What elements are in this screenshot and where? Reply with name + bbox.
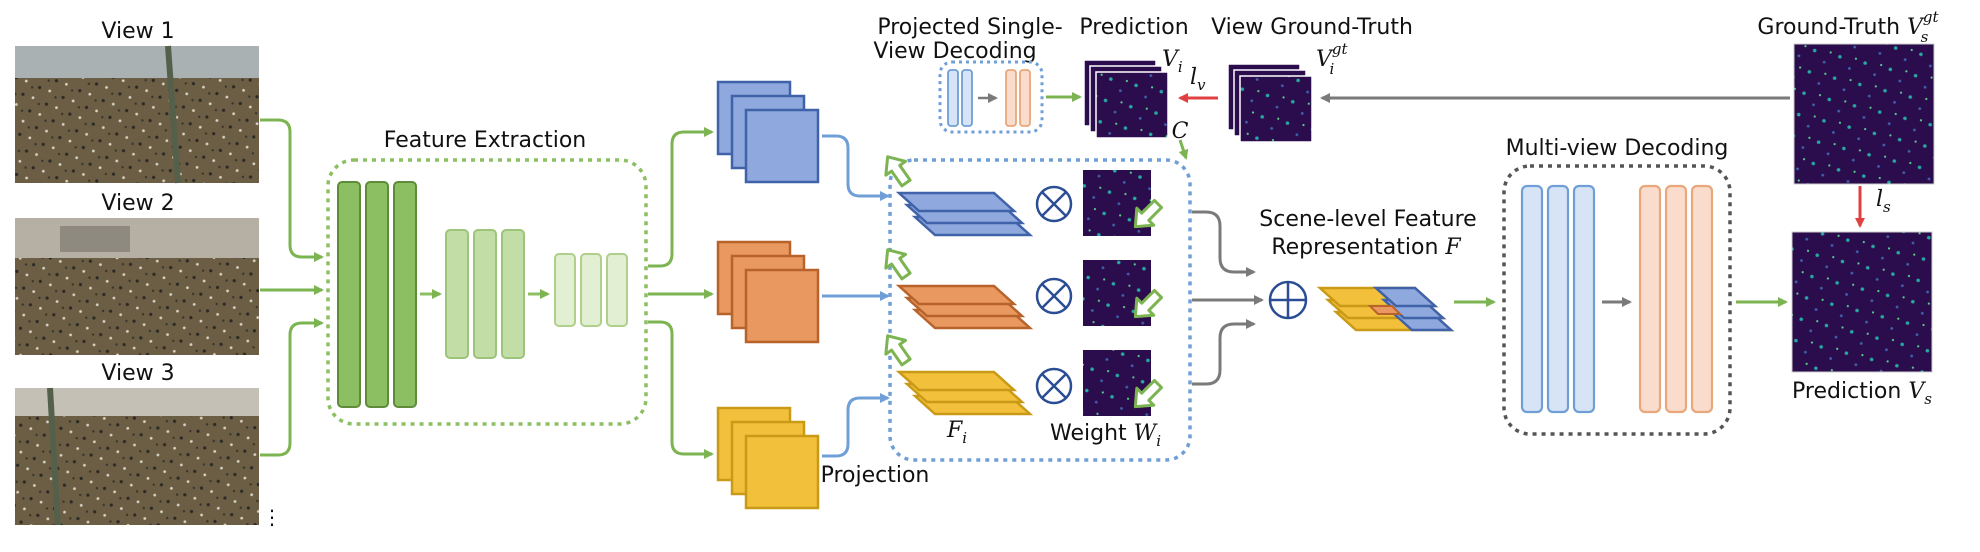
multiply-icon-3: [1035, 367, 1073, 405]
view-3-label: View 3: [101, 361, 174, 386]
multi-view-label: Multi-view Decoding: [1506, 136, 1729, 161]
projected-features-box: [888, 158, 1192, 462]
lv-label: lv: [1190, 65, 1206, 94]
view-2-label: View 2: [101, 191, 174, 216]
multi-view-decoding-block: Multi-view Decoding: [1502, 136, 1732, 436]
projected-blue-planes: [895, 191, 1034, 237]
views-to-extractor-arrows: [260, 118, 324, 457]
fusion-arrows: [1192, 210, 1264, 386]
multiply-icon-2: [1035, 277, 1073, 315]
gt-scene-map: [1793, 43, 1935, 185]
projection-label: Projection: [821, 463, 930, 488]
projected-yellow-planes: [895, 370, 1034, 416]
projection-arrows: [822, 134, 890, 458]
weight-input-arrows: [1133, 198, 1164, 409]
more-views-ellipsis: ⋮: [262, 505, 282, 529]
sum-icon: [1268, 280, 1308, 320]
single-view-up-arrows: [884, 155, 912, 367]
weight-maps: [1083, 170, 1151, 416]
scene-label-line1: Scene-level Feature: [1259, 207, 1476, 232]
view-1-label: View 1: [101, 19, 174, 44]
c-label: C: [1172, 119, 1189, 144]
prediction-scene-map: [1791, 231, 1933, 373]
extractor-to-features-arrows: [648, 127, 714, 459]
projected-orange-planes: [895, 284, 1034, 330]
multiply-icon-1: [1035, 185, 1073, 223]
scene-feature-stack: [1316, 286, 1455, 332]
orange-feature-stack: [716, 240, 820, 344]
prediction-vi-maps: [1083, 59, 1169, 139]
view-3-image: [15, 387, 259, 526]
single-view-label-line1: Projected Single-: [877, 15, 1062, 40]
prediction-bottom-label: Prediction Vs: [1792, 379, 1932, 408]
fi-label: Fi: [946, 418, 967, 447]
single-view-label-line2: View Decoding: [873, 39, 1036, 64]
view-1-image: [15, 45, 259, 184]
blue-feature-stack: [716, 80, 820, 184]
ls-label: ls: [1876, 187, 1891, 216]
feature-extraction-label: Feature Extraction: [384, 128, 586, 153]
prediction-top-label: Prediction: [1079, 15, 1188, 40]
single-view-decoding-block: Projected Single- View Decoding: [873, 15, 1063, 134]
input-views: View 1 View 2 View 3 ⋮: [15, 19, 282, 529]
yellow-feature-stack: [716, 406, 820, 510]
multiply-icons: [1035, 185, 1073, 405]
view-gt-maps: [1227, 63, 1313, 143]
c-arrow: [1178, 139, 1189, 160]
view-2-image: [15, 218, 259, 355]
vi-label: Vi: [1162, 47, 1183, 76]
weight-label: Weight Wi: [1050, 421, 1161, 450]
feature-extraction-block: Feature Extraction: [326, 128, 648, 426]
view-gt-label: View Ground-Truth: [1211, 15, 1413, 40]
scene-label-line2: Representation F: [1271, 235, 1461, 260]
